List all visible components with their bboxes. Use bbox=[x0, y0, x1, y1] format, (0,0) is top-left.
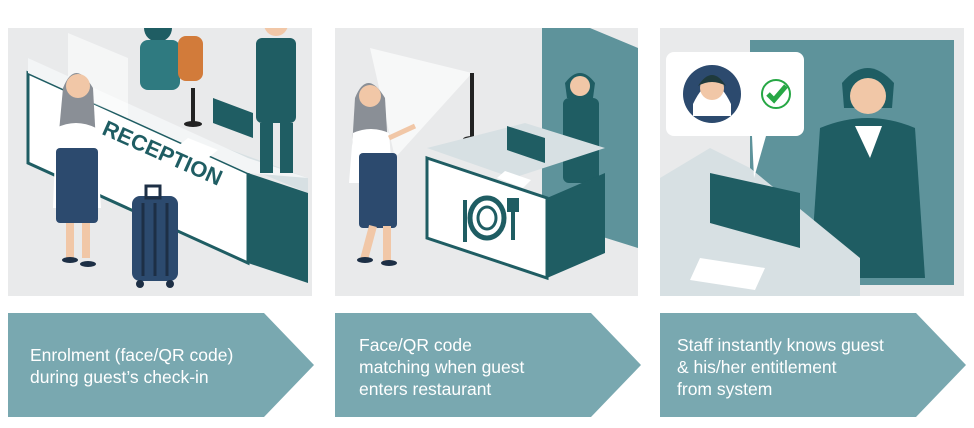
plate-fork-knife-icon bbox=[463, 195, 519, 242]
restaurant-entrance-illustration bbox=[335, 28, 638, 296]
user-avatar-icon bbox=[683, 65, 741, 123]
step-1-caption: Enrolment (face/QR code) during guest’s … bbox=[30, 345, 234, 387]
step-3-caption: Staff instantly knows guest & his/her en… bbox=[677, 335, 884, 399]
checkmark-icon bbox=[761, 79, 791, 109]
staff-notification-illustration bbox=[660, 28, 964, 296]
step-1-arrow: Enrolment (face/QR code) during guest’s … bbox=[8, 313, 314, 417]
hotel-reception-illustration: EL RECEPTION bbox=[8, 28, 312, 296]
step-3-arrow: Staff instantly knows guest & his/her en… bbox=[660, 313, 966, 417]
step-2-arrow: Face/QR code matching when guest enters … bbox=[335, 313, 641, 417]
step-2-caption: Face/QR code matching when guest enters … bbox=[359, 335, 525, 399]
